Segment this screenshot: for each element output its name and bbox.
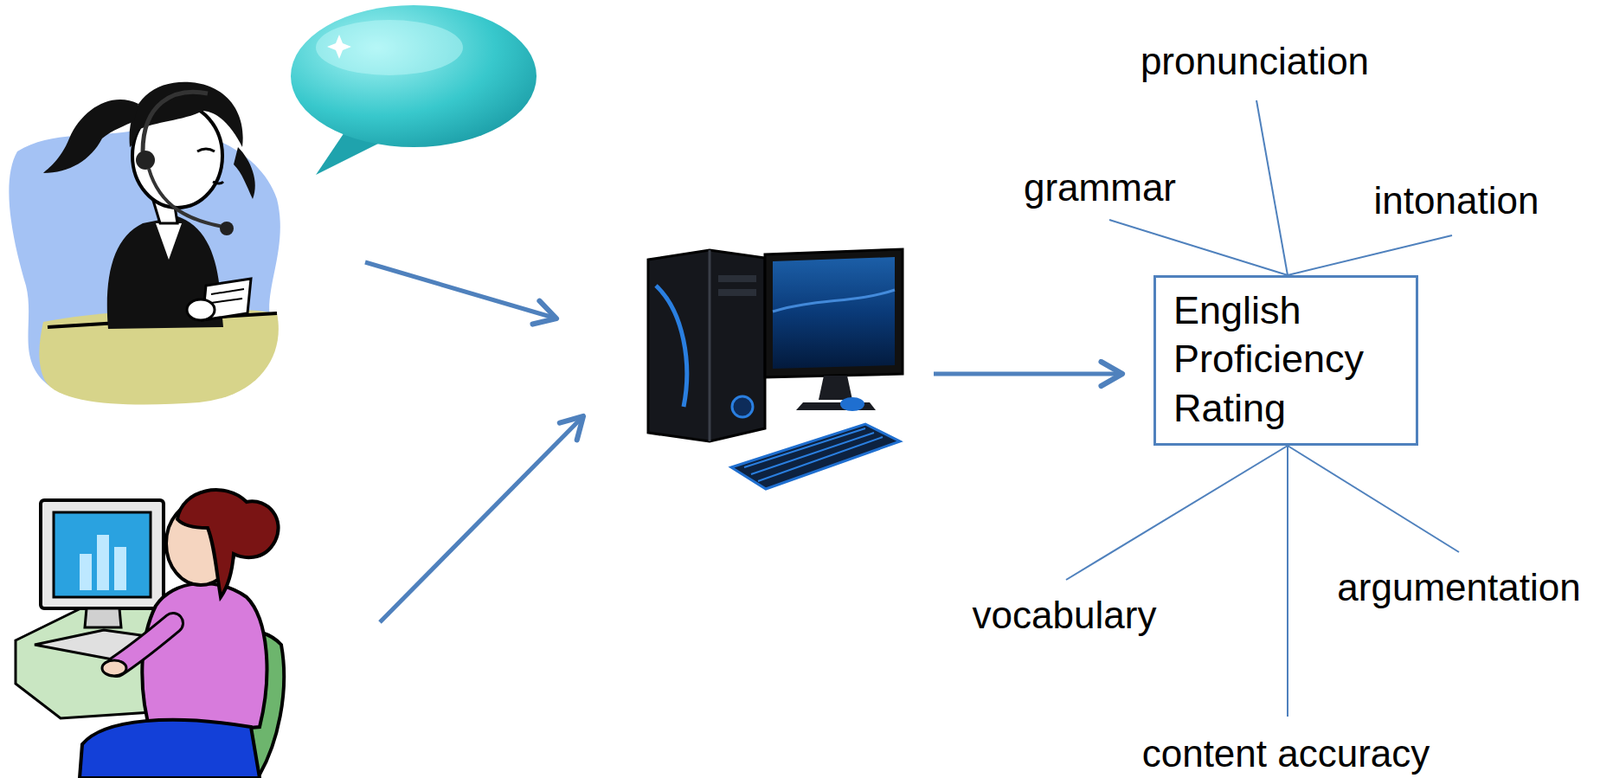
computer <box>648 249 903 489</box>
criterion-label: intonation <box>1374 179 1540 224</box>
criterion-label: vocabulary <box>972 593 1157 638</box>
computer-user <box>15 489 284 778</box>
criterion-label: content accuracy <box>1142 732 1431 777</box>
criterion-label: grammar <box>1023 166 1176 211</box>
rating-box: English Proficiency Rating <box>1153 275 1419 446</box>
flow-arrow <box>365 262 1123 623</box>
speech-bubble <box>290 5 537 175</box>
criterion-label: pronunciation <box>1140 39 1369 84</box>
criterion-label: argumentation <box>1336 565 1581 611</box>
box-text: English Proficiency Rating <box>1173 286 1404 433</box>
headset-operator <box>8 82 280 405</box>
